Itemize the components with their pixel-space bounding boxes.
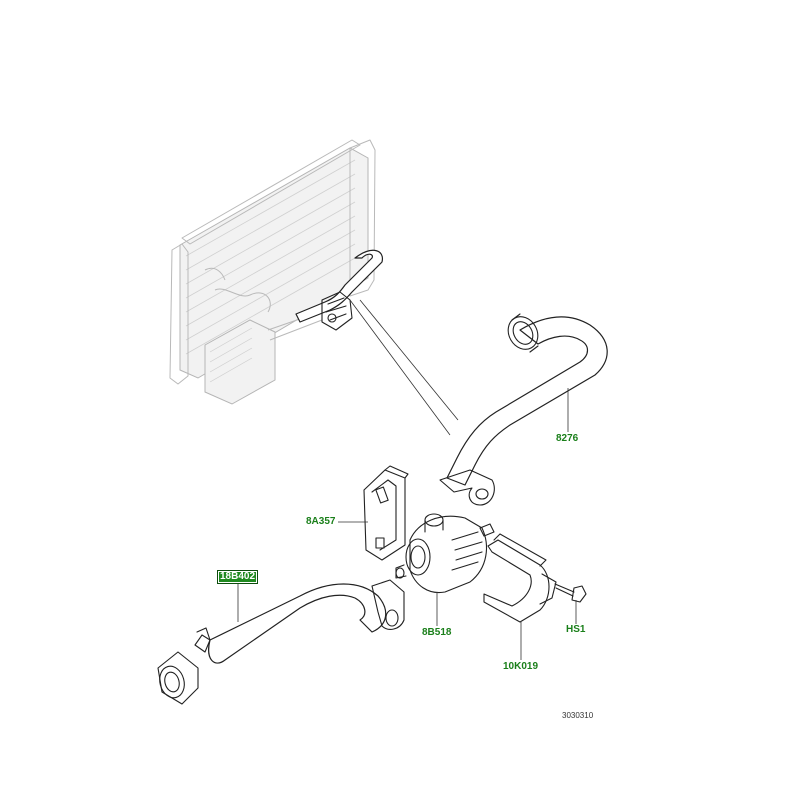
diagram-reference-number: 3030310 [562, 711, 594, 720]
callout-HS1[interactable]: HS1 [566, 624, 586, 635]
callout-8A357[interactable]: 8A357 [306, 516, 336, 527]
callout-8276[interactable]: 8276 [556, 433, 579, 444]
detail-leader-line [359, 299, 459, 421]
support-bracket-10K019 [483, 533, 557, 623]
radiator-assembly-ghost [169, 139, 376, 405]
callout-8B518[interactable]: 8B518 [422, 627, 452, 638]
radiator-hose [295, 249, 383, 331]
callout-18B402[interactable]: 18B402 [217, 570, 259, 584]
detail-leader-line [349, 299, 451, 436]
callout-leaders [237, 388, 577, 660]
upper-hose-8276 [439, 313, 608, 506]
bolt-HS1 [554, 583, 587, 603]
pump-bracket-8A357 [363, 465, 409, 561]
callout-10K019[interactable]: 10K019 [503, 661, 539, 672]
lower-hose-18B402 [157, 579, 405, 705]
water-pump-8B518 [395, 513, 495, 594]
